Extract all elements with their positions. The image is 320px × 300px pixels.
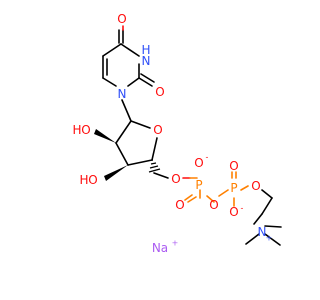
atom-o-right: O [155,85,164,99]
bond-c2-o-double [140,73,155,83]
atom-na: Na [152,241,168,255]
atom-p1: P [195,178,202,192]
bond-c1p-c2p [115,120,132,144]
wedge-c3p-oh [104,165,128,181]
bond-p1-obridge [206,195,215,203]
phosphate-chain [182,171,282,246]
atom-n-plus-charge: + [266,234,273,243]
atom-n-ring: N [118,87,127,101]
hash-c4p-ch2 [148,159,161,173]
bond-obridge-p2 [218,189,229,197]
bond-c1p-o [130,120,151,129]
bond-n-me2 [264,233,281,246]
atom-o-minus-1: O [194,156,203,170]
atom-o-minus-1-charge: - [206,153,209,162]
atom-nh-n: N [142,54,151,68]
bond-p1-odbl [184,194,193,201]
atom-nh-h: H [141,43,150,57]
atom-o-dbl-2: O [229,159,238,173]
bond-c6-n1 [102,77,117,87]
bond-n-me3 [264,225,282,228]
bond-c2p-c3p [115,142,129,166]
atom-ho-upper-o: O [81,123,90,137]
bond-ch2-o [153,172,169,179]
bond-o-c [261,189,273,199]
bond-c-c [261,197,273,215]
atom-o-dbl-1: O [175,198,184,212]
atom-ho-lower-o: O [88,173,97,187]
bond-c3p-c4p [127,159,153,166]
atom-o-minus-2-charge: - [241,204,244,213]
bond-n-me1 [245,233,260,245]
atom-p2: P [230,181,237,195]
molecule-diagram: O H N O N H O O H O O O - P O O P O O - … [72,12,282,255]
bond-p2-ochol [240,185,249,191]
atom-labels: O H N O N H O O H O O O - P O O P O O - … [72,12,272,255]
bond-c2-o [138,77,153,87]
atom-na-charge: + [172,239,179,248]
atom-o-ester: O [171,172,180,186]
atom-n-plus: N [258,225,267,239]
atom-ho-upper-h: H [72,123,81,137]
bond-c-n [253,213,263,225]
atom-o-ring: O [153,123,162,137]
bond-c4-c5 [102,43,122,57]
atom-o-choline: O [251,179,260,193]
atom-o-minus-2: O [229,205,238,219]
bond-n1-c2 [127,77,140,87]
atom-o-bridge: O [209,198,218,212]
wedge-c2p-oh [94,129,116,143]
atom-o-top: O [117,12,126,26]
bond-c4-n3 [120,43,140,57]
uracil-ring [102,25,155,87]
bond-p1-odbl2 [187,196,197,203]
ribose-ring [94,99,169,181]
structure-svg: O H N O N H O O H O O O - P O O P O O - … [72,12,282,255]
atom-ho-lower-h: H [79,173,88,187]
bond-n1-c1p [121,99,132,122]
bond-c4p-o [151,137,158,161]
